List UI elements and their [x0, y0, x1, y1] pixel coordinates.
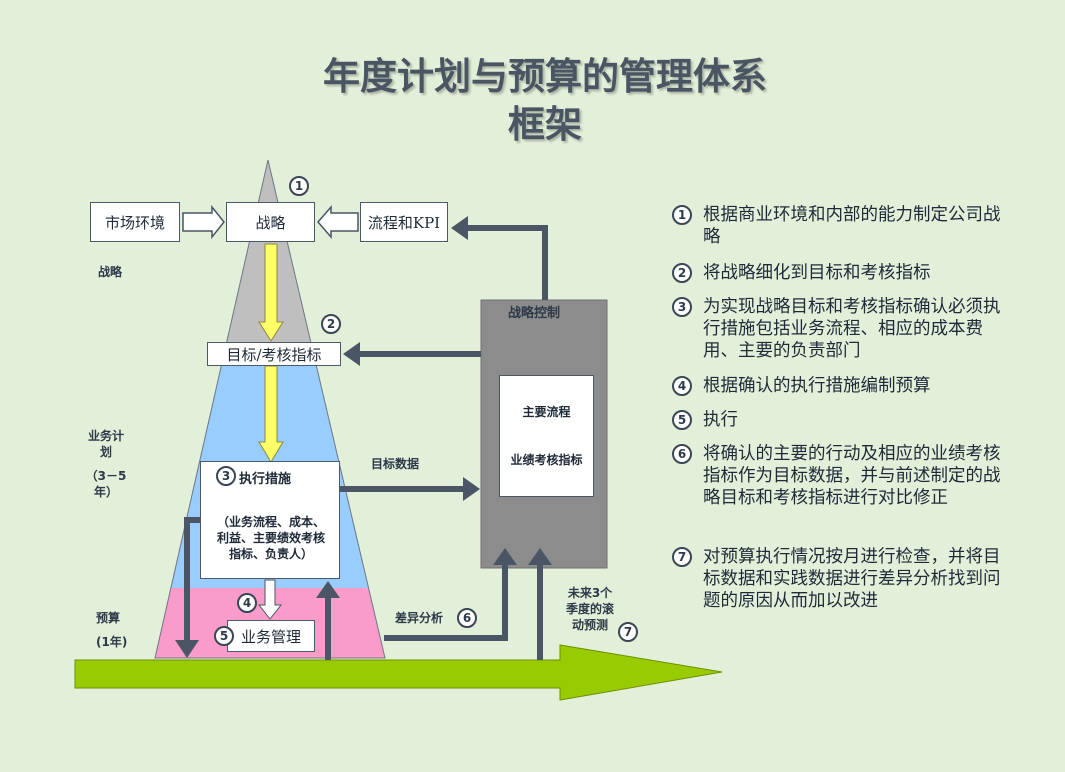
marker-4: 4	[237, 593, 257, 613]
market-to-strategy-arrow	[182, 204, 225, 240]
control-to-process-head	[451, 216, 468, 240]
step-text: 为实现战略目标和考核指标确认必须执行措施包括业务流程、相应的成本费用、主要的负责…	[703, 297, 1001, 361]
marker-1: 1	[289, 176, 309, 196]
timeline-up-head	[316, 581, 340, 598]
variance-line	[384, 565, 508, 641]
step-text: 对预算执行情况按月进行检查，并将目标数据和实践数据进行差异分析找到问题的原因从而…	[703, 547, 1001, 611]
side-label-budget: 预算	[96, 611, 121, 625]
step-2: 2 将战略细化到目标和考核指标	[672, 262, 1007, 284]
step-6: 6 将确认的主要的行动及相应的业绩考核指标作为目标数据，并与前述制定的战略目标和…	[672, 443, 1007, 509]
rolling-forecast-head	[528, 548, 552, 565]
side-label-business-plan: 业务计划	[87, 429, 124, 459]
execution-to-business-arrow	[257, 579, 283, 620]
step-text: 根据确认的执行措施编制预算	[703, 376, 931, 396]
control-kpi: 业绩考核指标	[510, 453, 583, 467]
control-main-process: 主要流程	[522, 405, 571, 419]
strategy-control-title: 战略控制	[508, 306, 561, 321]
side-label-strategy: 战略	[98, 265, 123, 279]
marker-6: 6	[457, 608, 477, 628]
step-number: 6	[672, 444, 692, 464]
target-data-label: 目标数据	[371, 457, 420, 471]
targets-to-execution-arrow	[258, 365, 284, 463]
step-text: 根据商业环境和内部的能力制定公司战略	[703, 205, 1001, 247]
page-title: 年度计划与预算的管理体系 框架	[250, 53, 840, 149]
timeline-arrow	[74, 644, 723, 701]
step-4: 4 根据确认的执行措施编制预算	[672, 375, 1007, 397]
targets-kpi-box: 目标/考核指标	[207, 342, 341, 366]
marker-7: 7	[618, 622, 638, 642]
marker-5: 5	[214, 626, 234, 646]
step-5: 5 执行	[672, 409, 1007, 431]
execution-to-control-head	[463, 477, 480, 501]
pyramid-outline	[154, 159, 386, 659]
step-3: 3 为实现战略目标和考核指标确认必须执行措施包括业务流程、相应的成本费用、主要的…	[672, 296, 1007, 362]
step-number: 3	[672, 297, 692, 317]
market-environment-box: 市场环境	[90, 202, 180, 242]
side-label-plan-years: （3－5年）	[85, 469, 127, 499]
control-inner-box: 主要流程 业绩考核指标	[499, 375, 594, 497]
execution-down-line	[184, 517, 200, 640]
variance-head	[493, 548, 517, 565]
control-to-targets-head	[343, 342, 360, 366]
title-line-1: 年度计划与预算的管理体系	[323, 55, 767, 98]
step-1: 1 根据商业环境和内部的能力制定公司战略	[672, 204, 1007, 248]
process-kpi-box: 流程和KPI	[360, 202, 448, 242]
title-line-2: 框架	[508, 103, 582, 146]
step-number: 7	[672, 547, 692, 567]
strategy-box: 战略	[226, 202, 315, 242]
step-number: 5	[672, 410, 692, 430]
business-management-box: 业务管理	[227, 620, 315, 652]
step-number: 4	[672, 376, 692, 396]
marker-2: 2	[321, 314, 341, 334]
step-number: 1	[672, 205, 692, 225]
step-7: 7 对预算执行情况按月进行检查，并将目标数据和实践数据进行差异分析找到问题的原因…	[672, 546, 1007, 612]
rolling-forecast-label: 未来3个季度的滚动预测	[565, 586, 614, 632]
side-label-budget-years: (1年)	[96, 635, 128, 649]
control-to-process-line	[466, 225, 548, 300]
variance-analysis-label: 差异分析	[395, 611, 444, 625]
step-number: 2	[672, 263, 692, 283]
flow-arrows	[175, 216, 552, 660]
execution-down-head	[175, 640, 199, 658]
execution-title: 执行措施	[239, 472, 292, 487]
process-to-strategy-arrow	[317, 204, 359, 240]
marker-3: 3	[216, 466, 236, 486]
step-text: 执行	[703, 410, 738, 430]
step-text: 将确认的主要的行动及相应的业绩考核指标作为目标数据，并与前述制定的战略目标和考核…	[703, 444, 1001, 508]
strategy-to-targets-arrow	[258, 243, 284, 342]
execution-detail: （业务流程、成本、利益、主要绩效考核指标、负责人）	[216, 515, 325, 561]
step-text: 将战略细化到目标和考核指标	[703, 263, 931, 283]
